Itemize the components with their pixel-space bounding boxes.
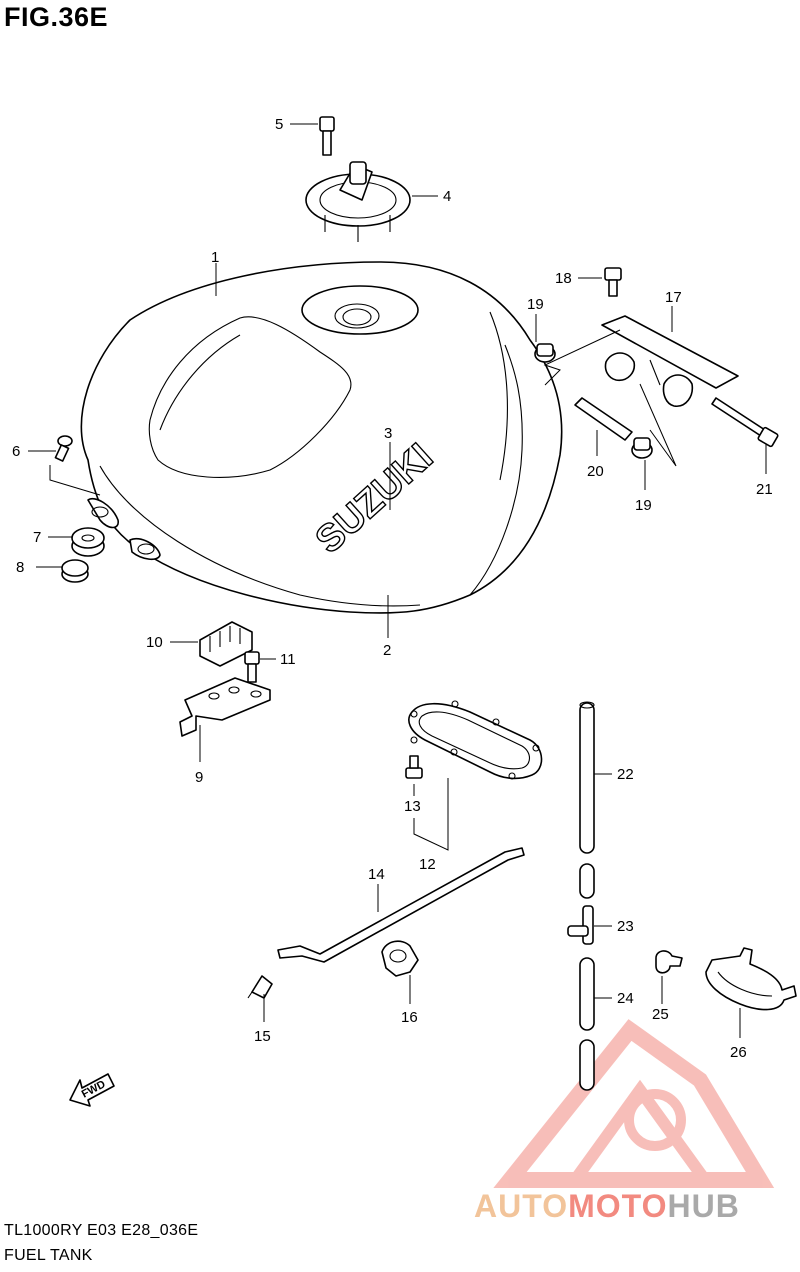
fuel-tank [80,261,563,614]
callout-24: 24 [617,990,634,1007]
diagram-name: FUEL TANK [4,1247,93,1264]
callout-19-lower: 19 [635,497,652,514]
model-code: TL1000RY E03 E28_036E [4,1222,199,1239]
logo-part-moto: MOTO [568,1188,668,1224]
grommet [71,527,105,557]
collar [534,343,653,459]
tank-screw [54,435,73,462]
callout-2: 2 [383,642,391,659]
connector [199,621,253,667]
hinge-bolt [604,267,622,297]
callout-19-upper: 19 [527,296,544,313]
callout-11: 11 [280,651,296,668]
rod-cap [247,975,273,999]
callout-4: 4 [443,188,451,205]
bracket [179,677,271,737]
fuel-pump-gasket [408,700,543,780]
forward-arrow-icon: FWD [69,1073,115,1107]
automotohub-logo-mark [493,1019,775,1188]
hinge-bracket [601,315,739,407]
automotohub-logo-text: AUTOMOTOHUB [474,1188,740,1225]
callout-16: 16 [401,1009,418,1026]
callout-18: 18 [555,270,572,287]
callout-1: 1 [211,249,219,266]
bracket-bolt [244,651,260,683]
leader-lines [28,123,767,1038]
callout-23: 23 [617,918,634,935]
callout-22: 22 [617,766,634,783]
callout-20: 20 [587,463,604,480]
logo-part-auto: AUTO [474,1188,569,1224]
callout-3: 3 [384,425,392,442]
drain-hose [579,957,595,1091]
cap-bolt [319,116,335,156]
callout-7: 7 [33,529,41,546]
long-bolt [711,397,779,448]
callout-12: 12 [419,856,436,873]
callout-26: 26 [730,1044,747,1061]
callout-9: 9 [195,769,203,786]
small-clamp [655,950,683,974]
callout-6: 6 [12,443,20,460]
callout-25: 25 [652,1006,669,1023]
support-rod [277,847,525,963]
callout-5: 5 [275,116,283,133]
pin [574,397,633,441]
figure-title: FIG.36E [4,2,109,32]
callout-15: 15 [254,1028,271,1045]
logo-part-hub: HUB [667,1188,740,1224]
fuel-cap [305,161,411,242]
clamp-band [705,947,797,1011]
callout-21: 21 [756,481,773,498]
callout-labels: 1 2 3 4 5 6 7 8 9 10 11 12 13 14 15 16 1… [12,116,773,1061]
callout-13: 13 [404,798,421,815]
hose-clamp [381,940,419,977]
breather-hose [579,701,595,899]
callout-8: 8 [16,559,24,576]
callout-17: 17 [665,289,682,306]
rubber-cushion [61,559,89,583]
gasket-bolt [405,736,423,779]
callout-14: 14 [368,866,385,883]
callout-10: 10 [146,634,163,651]
t-joint [567,905,594,945]
